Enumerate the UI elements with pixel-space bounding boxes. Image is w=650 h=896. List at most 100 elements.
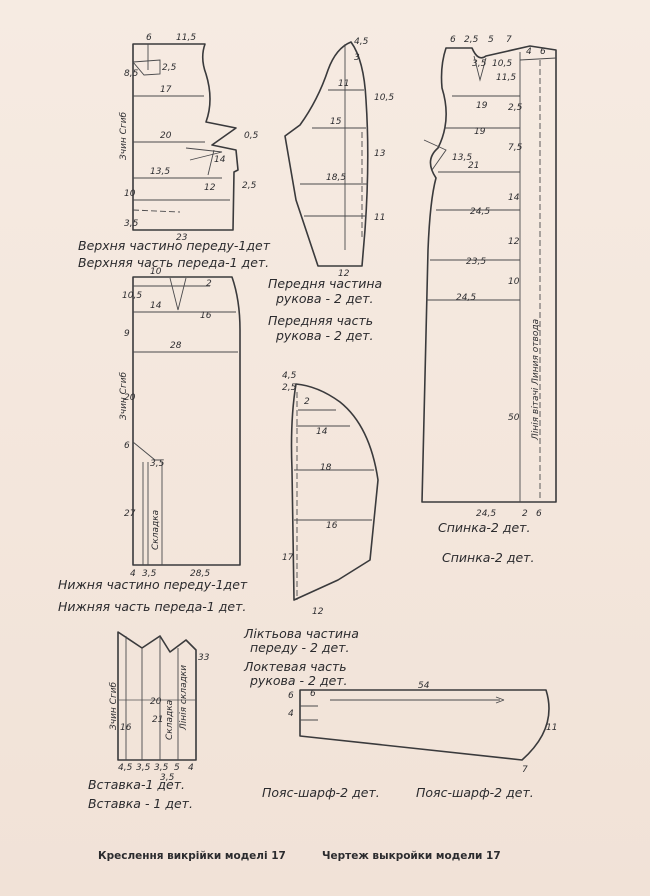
dim-sleeve-front-7: 13 bbox=[374, 149, 386, 159]
dim-front-bottom-9: 6 bbox=[124, 441, 130, 451]
dim-elbow-5: 18 bbox=[320, 463, 332, 473]
dim-front-bottom-4: 16 bbox=[200, 311, 212, 321]
back-line-label: Лінія вітачі Линия отвода bbox=[531, 319, 541, 441]
dim-front-top-3: 8,5 bbox=[124, 69, 139, 79]
dim-insert-2: 20 bbox=[150, 697, 162, 707]
caption-front-bottom-uk: Нижня частино переду-1дет bbox=[58, 577, 248, 592]
dim-elbow-6: 16 bbox=[326, 521, 338, 531]
dim-back-24: 2 bbox=[522, 509, 528, 519]
sleeve-front-piece bbox=[284, 41, 369, 267]
dim-back-14: 7,5 bbox=[508, 143, 523, 153]
dim-front-top-14: 3,5 bbox=[124, 219, 139, 229]
dim-front-top-10: 12 bbox=[204, 183, 216, 193]
caption-belt-ru: Пояс-шарф-2 дет. bbox=[416, 785, 534, 800]
caption-sleeve-front-ru-2: рукова - 2 дет. bbox=[276, 328, 374, 343]
elbow-sleeve-piece bbox=[290, 383, 379, 601]
dim-elbow-1: 4,5 bbox=[282, 371, 297, 381]
dim-back-7: 10,5 bbox=[492, 59, 512, 69]
belt-piece bbox=[299, 689, 550, 761]
dim-sleeve-front-4: 15 bbox=[330, 117, 342, 127]
dim-back-22: 2,5 bbox=[508, 103, 523, 113]
dim-back-15: 24,5 bbox=[470, 207, 490, 217]
dim-back-21: 10 bbox=[508, 277, 520, 287]
dim-back-20: 14 bbox=[508, 193, 520, 203]
elbow-sleeve-dims: 4,5 2,5 2 14 18 16 17 12 bbox=[282, 371, 338, 617]
insert-piece bbox=[117, 631, 197, 761]
front-bottom-piece bbox=[132, 276, 241, 566]
dim-back-2: 2,5 bbox=[464, 35, 479, 45]
dim-insert-6: 3,5 bbox=[136, 763, 151, 773]
caption-elbow-uk-2: переду - 2 дет. bbox=[250, 640, 350, 655]
dim-front-top-11: 10 bbox=[124, 189, 136, 199]
dim-insert-8: 5 bbox=[174, 763, 180, 773]
dim-front-bottom-12: 4 bbox=[130, 569, 136, 579]
front-top-fold-label: Зчин Сгиб bbox=[119, 111, 129, 160]
dim-front-bottom-8: 20 bbox=[124, 393, 136, 403]
dim-insert-3: 21 bbox=[152, 715, 163, 725]
dim-back-6: 6 bbox=[540, 47, 546, 57]
dim-belt-6: 7 bbox=[522, 765, 528, 775]
dim-front-bottom-7: 28 bbox=[170, 341, 182, 351]
dim-front-top-4: 2,5 bbox=[162, 63, 177, 73]
dim-sleeve-front-3: 11 bbox=[338, 79, 349, 89]
sleeve-front-dims: 4,5 3 11 15 18,5 10,5 13 11 12 bbox=[326, 37, 394, 279]
dim-front-top-2: 11,5 bbox=[176, 33, 196, 43]
dim-back-12: 13,5 bbox=[452, 153, 472, 163]
dim-belt-2: 6 bbox=[288, 691, 294, 701]
dim-belt-3: 4 bbox=[288, 709, 294, 719]
dim-front-bottom-14: 28,5 bbox=[190, 569, 210, 579]
dim-front-bottom-10: 3,5 bbox=[150, 459, 165, 469]
dim-back-1: 6 bbox=[450, 35, 456, 45]
dim-front-bottom-1: 10,5 bbox=[122, 291, 142, 301]
front-top-dims: 6 11,5 8,5 2,5 17 20 0,5 13,5 14 12 10 2… bbox=[119, 33, 259, 243]
caption-sleeve-front-ru-1: Передняя часть bbox=[268, 313, 374, 328]
dim-back-11: 19 bbox=[474, 127, 486, 137]
caption-sleeve-front-uk-2: рукова - 2 дет. bbox=[276, 291, 374, 306]
caption-front-top-ru: Верхняя часть переда-1 дет. bbox=[78, 255, 270, 270]
insert-pleat-line-label: Лінія складки bbox=[179, 665, 189, 731]
front-top-piece bbox=[132, 43, 239, 231]
insert-fold-label: Зчин Сгиб bbox=[109, 681, 119, 730]
dim-front-top-1: 6 bbox=[146, 33, 152, 43]
dim-elbow-7: 17 bbox=[282, 553, 294, 563]
dim-back-23: 24,5 bbox=[476, 509, 496, 519]
dim-sleeve-front-5: 18,5 bbox=[326, 173, 346, 183]
insert-dims: 33 20 21 16 4,5 3,5 3,5 5 4 3,5 Зчин Сги… bbox=[109, 653, 210, 783]
caption-elbow-uk-1: Ліктьова частина bbox=[244, 626, 359, 641]
dim-back-16: 23,5 bbox=[466, 257, 486, 267]
dim-belt-1: 54 bbox=[418, 681, 430, 691]
dim-back-3: 5 bbox=[488, 35, 494, 45]
dim-front-bottom-6: 9 bbox=[124, 329, 130, 339]
dim-sleeve-front-1: 4,5 bbox=[354, 37, 369, 47]
dim-front-top-12: 2,5 bbox=[242, 181, 257, 191]
caption-elbow-ru-2: рукова - 2 дет. bbox=[250, 673, 348, 688]
dim-elbow-2: 2,5 bbox=[282, 383, 297, 393]
dim-front-bottom-2: 10 bbox=[150, 267, 162, 277]
back-piece bbox=[421, 45, 557, 503]
dim-sleeve-front-9: 12 bbox=[338, 269, 350, 279]
dim-front-bottom-11: 27 bbox=[124, 509, 136, 519]
dim-back-17: 24,5 bbox=[456, 293, 476, 303]
caption-insert-uk: Вставка-1 дет. bbox=[88, 777, 185, 792]
front-bottom-pleat-label: Складка bbox=[151, 510, 161, 550]
caption-back-ru: Спинка-2 дет. bbox=[442, 550, 535, 565]
caption-belt-uk: Пояс-шарф-2 дет. bbox=[262, 785, 380, 800]
dim-front-top-7: 0,5 bbox=[244, 131, 259, 141]
dim-insert-9: 4 bbox=[188, 763, 194, 773]
dim-front-top-6: 20 bbox=[160, 131, 172, 141]
belt-dims: 54 6 4 6 11 7 bbox=[288, 681, 557, 775]
dim-back-19: 12 bbox=[508, 237, 520, 247]
footer-title-uk: Креслення викрійки моделі 17 bbox=[98, 850, 286, 862]
caption-elbow-ru-1: Локтевая часть bbox=[244, 659, 347, 674]
insert-pleat-label: Складка bbox=[165, 700, 175, 740]
dim-back-8: 11,5 bbox=[496, 73, 516, 83]
front-bottom-dims: 10,5 10 14 16 2 9 28 20 6 3,5 27 4 3,5 2… bbox=[119, 267, 212, 579]
dim-front-top-8: 13,5 bbox=[150, 167, 170, 177]
dim-insert-5: 4,5 bbox=[118, 763, 133, 773]
dim-elbow-3: 2 bbox=[304, 397, 310, 407]
dim-elbow-8: 12 bbox=[312, 607, 324, 617]
dim-sleeve-front-6: 10,5 bbox=[374, 93, 394, 103]
dim-back-13: 21 bbox=[468, 161, 479, 171]
